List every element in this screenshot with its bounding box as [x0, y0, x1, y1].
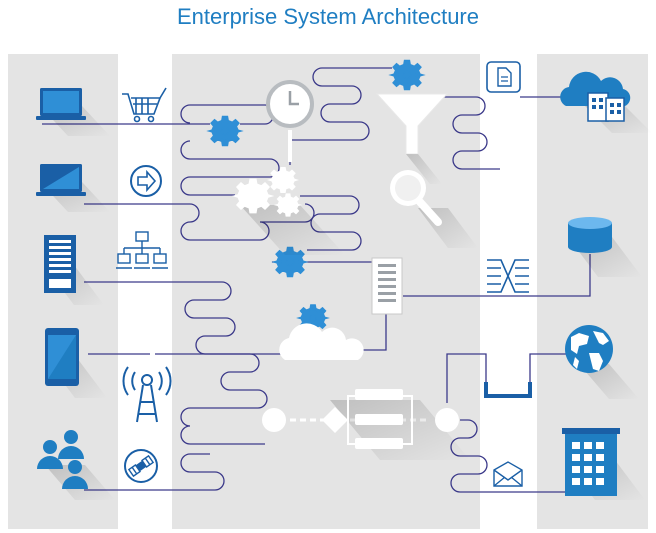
- valve-icon: [484, 382, 532, 398]
- gear-icon: [207, 115, 243, 147]
- connector-line: [403, 254, 591, 297]
- laptop-icon: [36, 88, 110, 136]
- users-group-icon: [37, 430, 115, 500]
- server-rack-icon: [44, 235, 104, 305]
- network-hierarchy-icon: [116, 231, 168, 269]
- connector-line: [450, 419, 575, 493]
- background-panels: [8, 54, 648, 529]
- funnel-icon: [375, 93, 449, 184]
- cloud-gear-icon: [279, 303, 364, 360]
- envelope-icon: [493, 461, 523, 487]
- magnifier-icon: [390, 170, 478, 248]
- tablet-icon: [45, 328, 107, 398]
- connector-line: [289, 67, 392, 165]
- satellite-icon: [124, 449, 158, 483]
- globe-icon: [565, 325, 639, 399]
- connector-line: [358, 310, 387, 351]
- gear-icon: [389, 59, 425, 91]
- office-building-icon: [562, 428, 645, 500]
- document-stack-icon: [371, 257, 403, 315]
- shopping-cart-icon: [122, 87, 167, 123]
- process-flow-icon: [262, 389, 470, 460]
- connector-line: [180, 140, 280, 196]
- gear-cluster-icon: [232, 166, 345, 255]
- arrow-circle-icon: [130, 165, 162, 197]
- connector-line: [84, 281, 330, 355]
- radio-tower-icon: [122, 366, 172, 423]
- clock-icon: [266, 80, 314, 162]
- connector-line: [84, 453, 225, 491]
- connector-line: [443, 96, 500, 170]
- connector-line: [155, 353, 268, 445]
- database-icon: [568, 217, 642, 277]
- folder-document-icon: [486, 61, 521, 93]
- connector-line: [446, 353, 487, 403]
- crossover-icon: [487, 259, 529, 293]
- page-title: Enterprise System Architecture: [176, 4, 479, 29]
- cloud-buildings-icon: [560, 71, 652, 133]
- laptop-icon: [36, 164, 110, 212]
